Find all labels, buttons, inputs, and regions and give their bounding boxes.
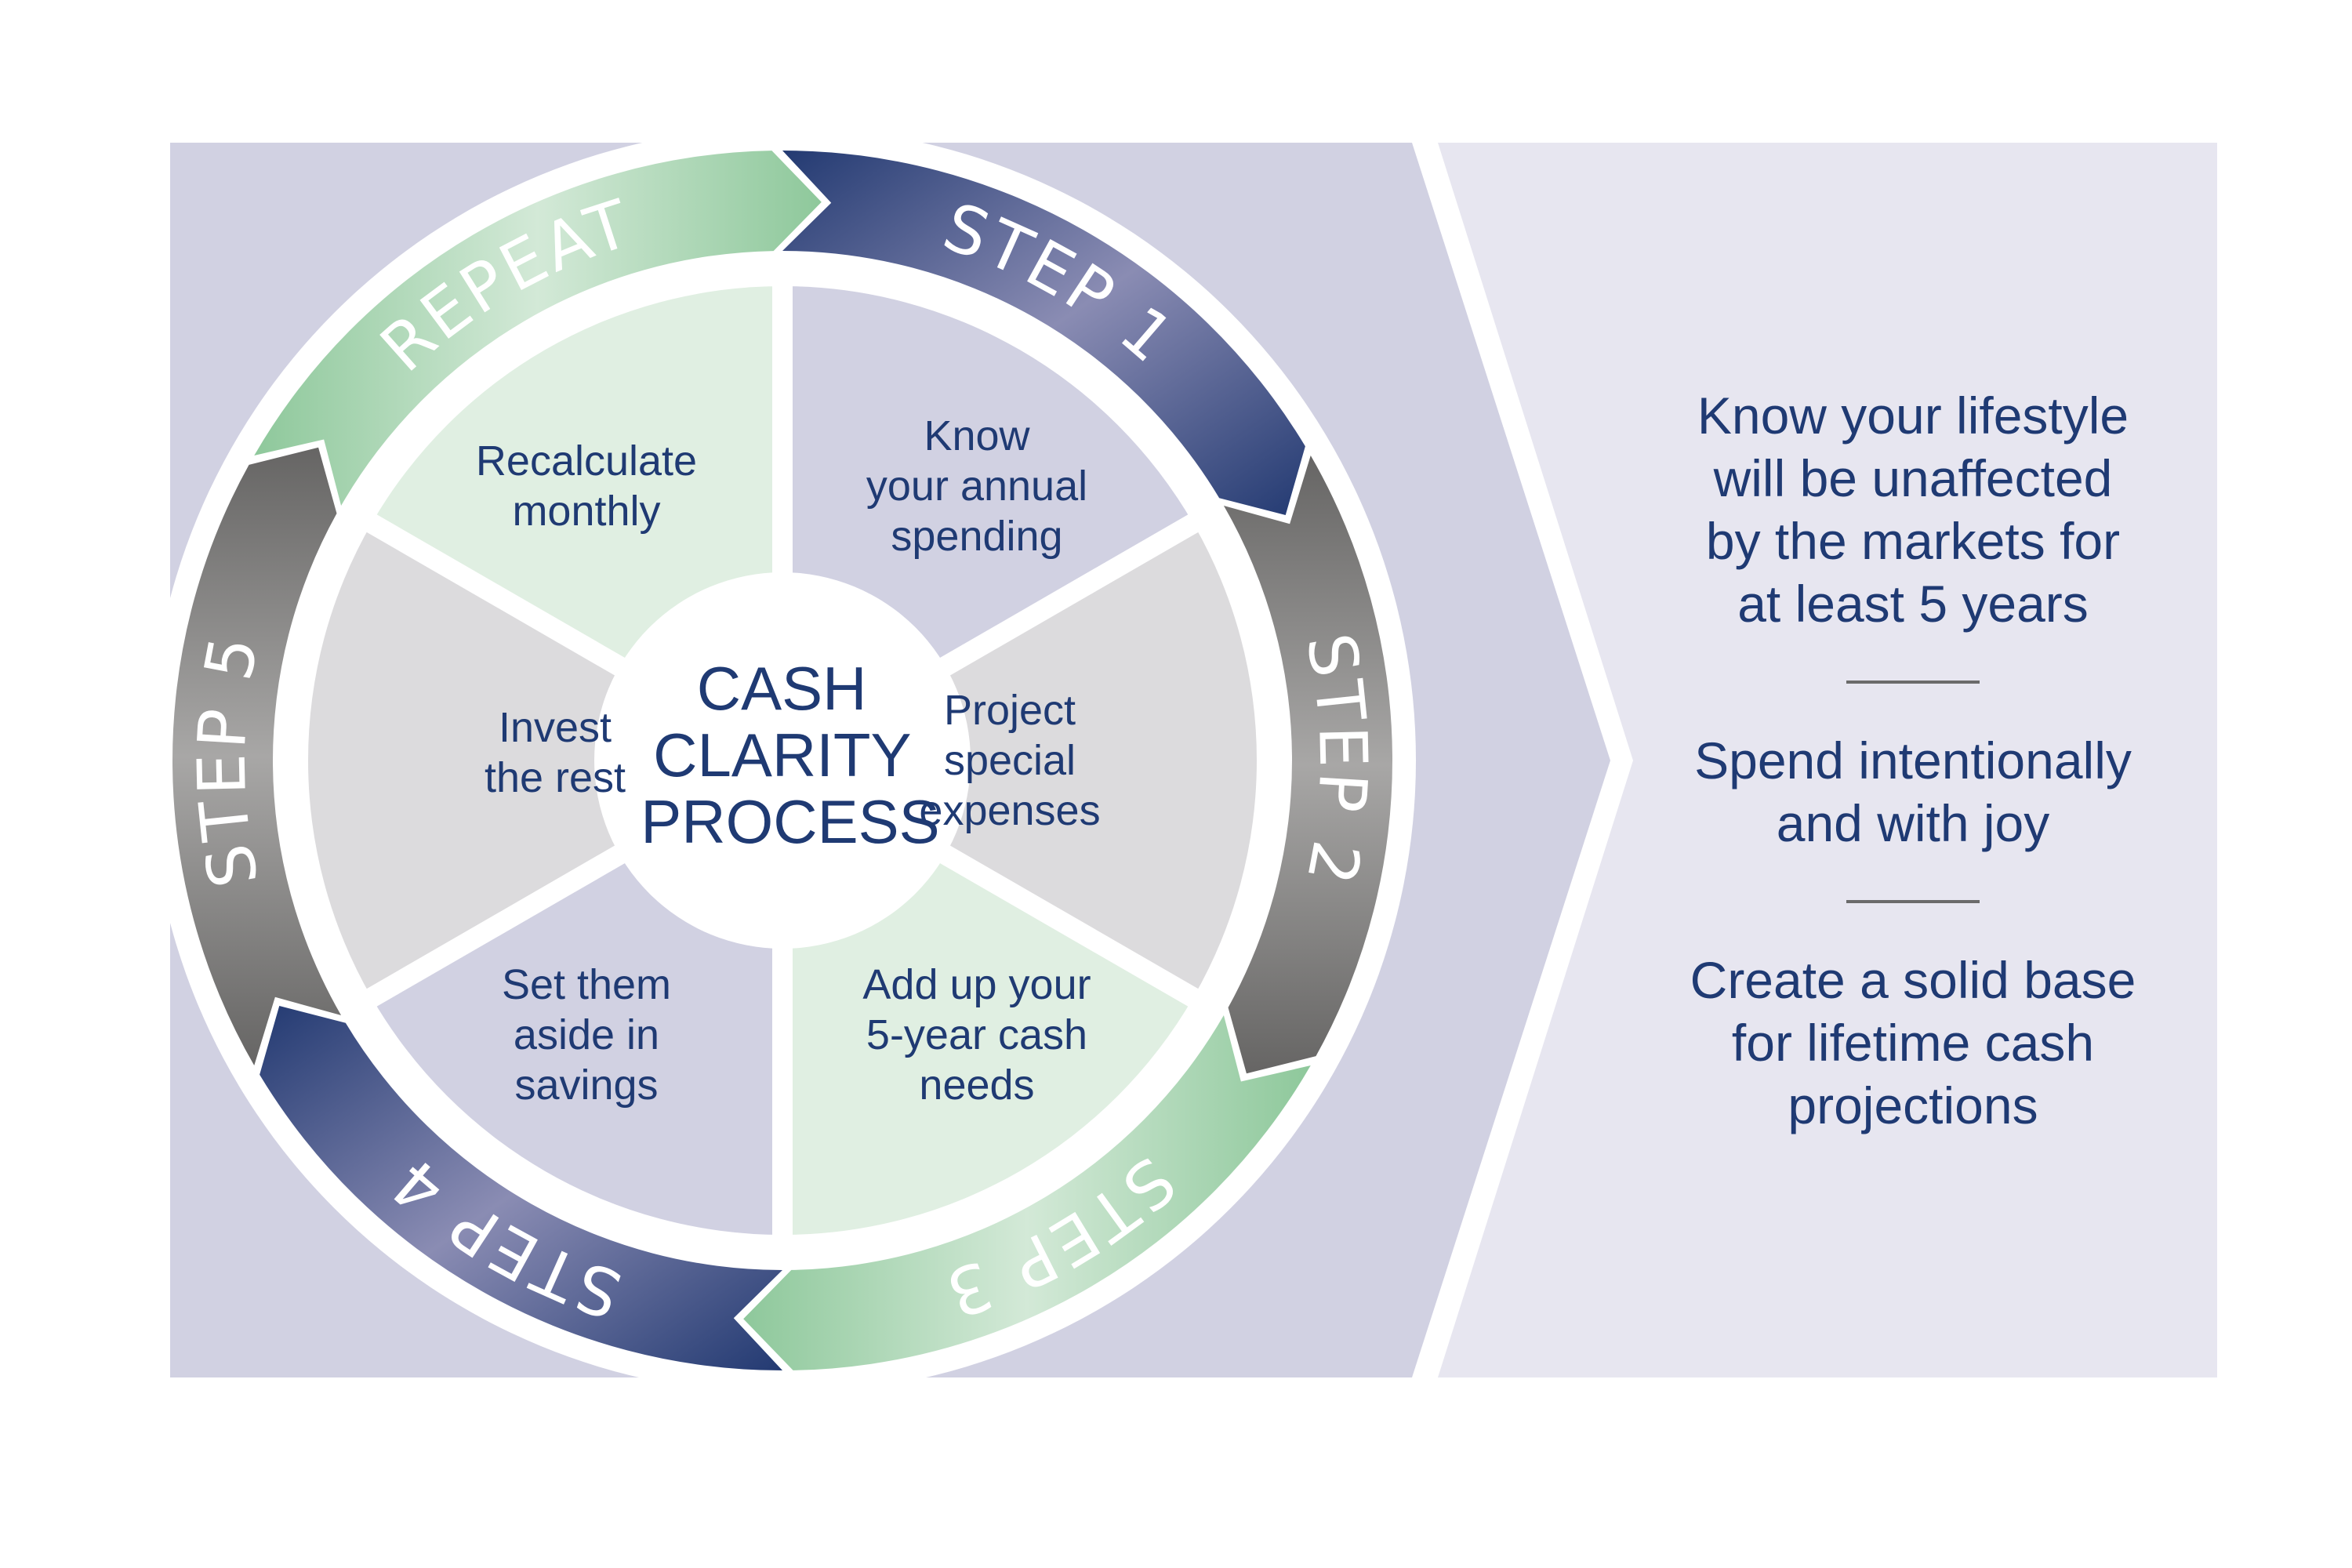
benefit-item: Spend intentionally and with joy <box>1639 729 2187 855</box>
wedge-step5 <box>307 523 782 998</box>
ring-label-step5: STEP 5 <box>183 628 274 894</box>
benefit-divider <box>1846 681 1980 684</box>
wedge-label-line: spending <box>891 513 1062 560</box>
wedge-label-line: special <box>944 737 1076 784</box>
benefit-line: Know your lifestyle <box>1697 387 2129 445</box>
center-title: CASH CLARITY PROCESS <box>641 654 939 856</box>
benefit-line: at least 5 years <box>1737 575 2089 633</box>
ring-segment-step5 <box>172 447 342 1065</box>
benefit-line: Create a solid base <box>1690 951 2136 1009</box>
benefit-line: will be unaffected <box>1713 449 2113 507</box>
wedge-label-line: aside in <box>514 1011 659 1058</box>
wedge-label-line: Add up your <box>862 961 1091 1008</box>
wedge-label-line: your annual <box>866 463 1087 510</box>
ring-segment-step3 <box>743 1015 1311 1370</box>
center-circle <box>594 572 971 949</box>
benefit-line: by the markets for <box>1705 512 2121 570</box>
ring-segment-repeat <box>254 151 822 506</box>
benefit-line: Spend intentionally <box>1694 731 2132 789</box>
wedge-label-line: needs <box>919 1062 1034 1109</box>
benefit-divider <box>1846 900 1980 903</box>
right-panel <box>1438 143 2217 1377</box>
center-title-line: PROCESS <box>641 787 939 856</box>
wedge-label-line: Project <box>944 687 1076 734</box>
benefit-item: Know your lifestyle will be unaffected b… <box>1639 384 2187 635</box>
benefit-line: and with joy <box>1776 794 2050 852</box>
benefit-line: for lifetime cash <box>1731 1014 2095 1072</box>
wedge-label-line: Set them <box>502 961 671 1008</box>
benefits-list: Know your lifestyle will be unaffected b… <box>1639 384 2187 1137</box>
ring-label-step2: STEP 2 <box>1291 628 1381 894</box>
ring-segment-step1 <box>782 151 1305 516</box>
wedge-label-line: savings <box>514 1062 658 1109</box>
ring-segment-step4 <box>260 1005 782 1370</box>
center-title-line: CASH <box>697 654 867 723</box>
wedge-label-line: Know <box>924 412 1030 459</box>
benefit-line: projections <box>1788 1076 2038 1134</box>
wedge-label-line: expenses <box>919 787 1100 834</box>
wedge-label-line: Invest <box>499 704 612 751</box>
wedge-label-line: Recalculate <box>476 437 697 485</box>
wedge-label-line: 5-year cash <box>866 1011 1087 1058</box>
center-title-line: CLARITY <box>653 720 910 789</box>
wedge-label-line: monthly <box>512 488 660 535</box>
benefit-item: Create a solid base for lifetime cash pr… <box>1639 949 2187 1137</box>
wedge-step2 <box>782 523 1257 998</box>
wedge-label-line: the rest <box>485 754 626 801</box>
ring-segment-step2 <box>1223 456 1393 1074</box>
